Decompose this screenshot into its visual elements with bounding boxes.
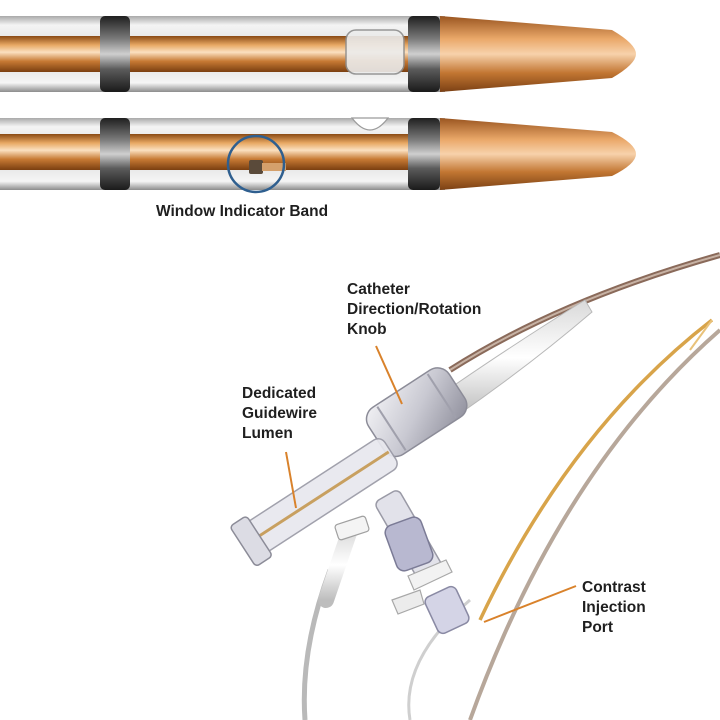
catheter-tip-top: [0, 16, 636, 92]
knob-label-line-3: Knob: [347, 321, 387, 338]
contrast-port-stopcock: [384, 516, 470, 635]
contrast-label-line-2: Injection: [582, 599, 646, 616]
contrast-label-line-1: Contrast: [582, 579, 646, 596]
knob-label: Catheter Direction/Rotation Knob: [347, 280, 481, 340]
guidewire-lumen-label: Dedicated Guidewire Lumen: [242, 384, 317, 444]
window-indicator-circle: [226, 134, 286, 194]
catheter-tip-bottom: [0, 117, 636, 190]
leader-line-knob: [375, 345, 403, 405]
catheter-handle: [230, 252, 720, 720]
leader-line-guidewire: [285, 451, 297, 509]
guidewire-label-line-3: Lumen: [242, 425, 293, 442]
contrast-label-line-3: Port: [582, 619, 613, 636]
leader-line-contrast: [483, 585, 577, 623]
knob-label-line-1: Catheter: [347, 281, 410, 298]
knob-label-line-2: Direction/Rotation: [347, 301, 482, 318]
window-indicator-band-label: Window Indicator Band: [156, 203, 329, 220]
guidewire-label-line-2: Guidewire: [242, 405, 317, 422]
guidewire-label-line-1: Dedicated: [242, 385, 317, 402]
contrast-injection-port-label: Contrast Injection Port: [582, 578, 646, 638]
